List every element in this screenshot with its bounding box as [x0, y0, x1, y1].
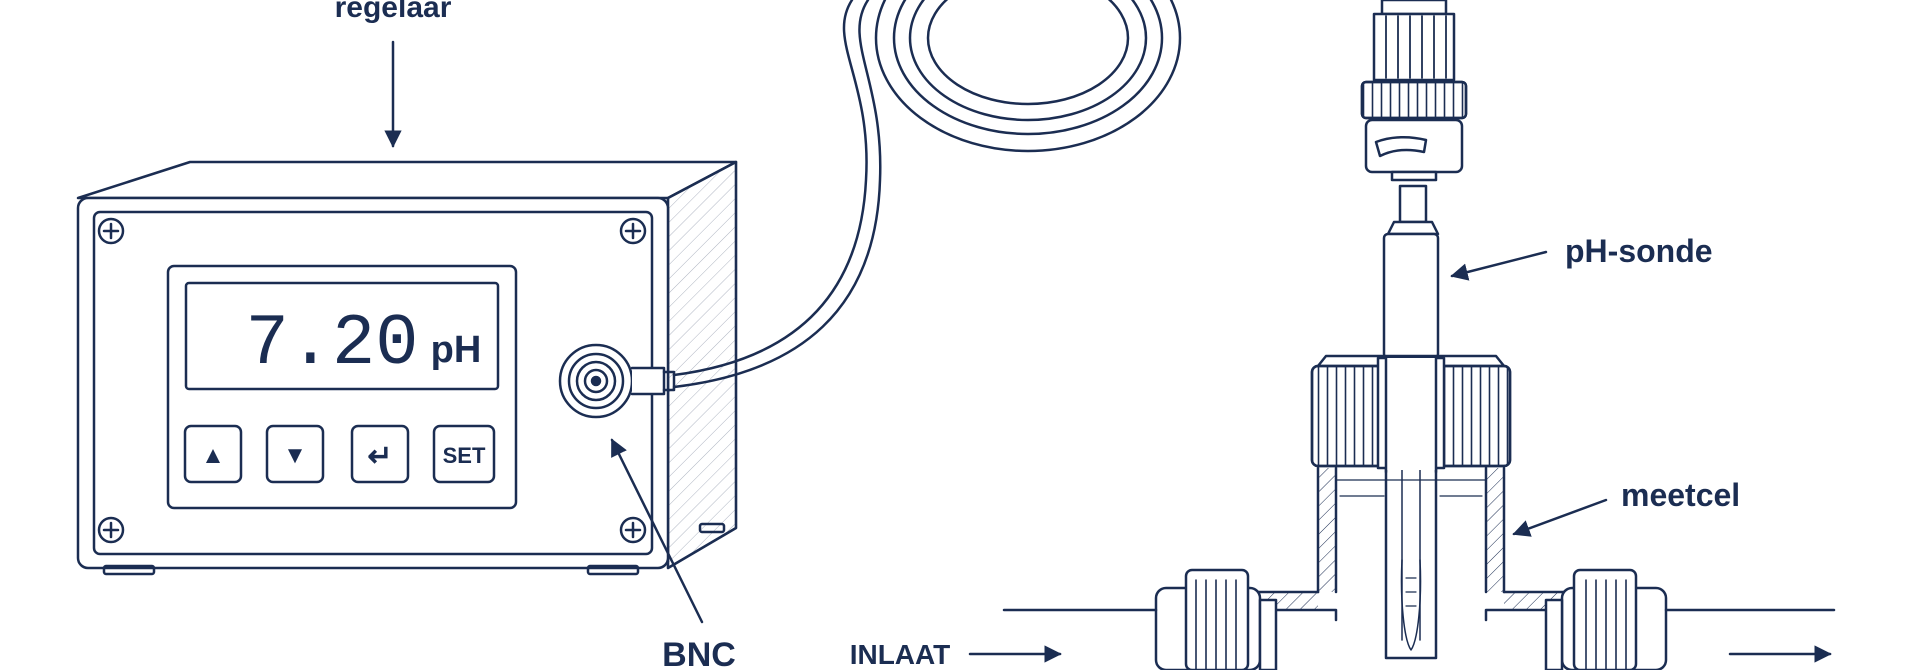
lcd-display — [184, 281, 500, 391]
measurement-cell — [1248, 354, 1574, 622]
screw-icon — [97, 516, 125, 544]
probe-pointer — [1450, 250, 1548, 281]
controller-label: regelaar — [335, 0, 452, 24]
inlet-label: INLAAT — [850, 639, 951, 670]
cell-label: meetcel — [1621, 477, 1740, 513]
screw-icon — [97, 217, 125, 245]
probe-label: pH-sonde — [1565, 233, 1713, 269]
screw-icon — [619, 516, 647, 544]
outlet-fitting — [1544, 568, 1668, 670]
bnc-plug — [1360, 0, 1468, 182]
down-arrow-icon: ▼ — [283, 442, 307, 469]
screw-icon — [619, 217, 647, 245]
bnc-pointer — [610, 438, 704, 624]
set-label: SET — [443, 443, 486, 468]
lcd-value: 7.20 — [246, 303, 419, 385]
down-button[interactable] — [265, 424, 325, 484]
connector-label: BNC — [662, 636, 736, 670]
up-arrow-icon: ▲ — [201, 442, 225, 469]
up-button[interactable] — [183, 424, 243, 484]
controller-unit — [76, 160, 738, 576]
lcd-unit: pH — [431, 329, 482, 371]
probe-cable — [672, 0, 1182, 389]
set-button[interactable] — [432, 424, 496, 484]
bnc-socket — [558, 343, 676, 419]
enter-icon: ↵ — [367, 440, 392, 473]
enter-button[interactable] — [350, 424, 410, 484]
cell-pointer — [1512, 498, 1608, 537]
inlet-fitting — [1154, 568, 1278, 670]
